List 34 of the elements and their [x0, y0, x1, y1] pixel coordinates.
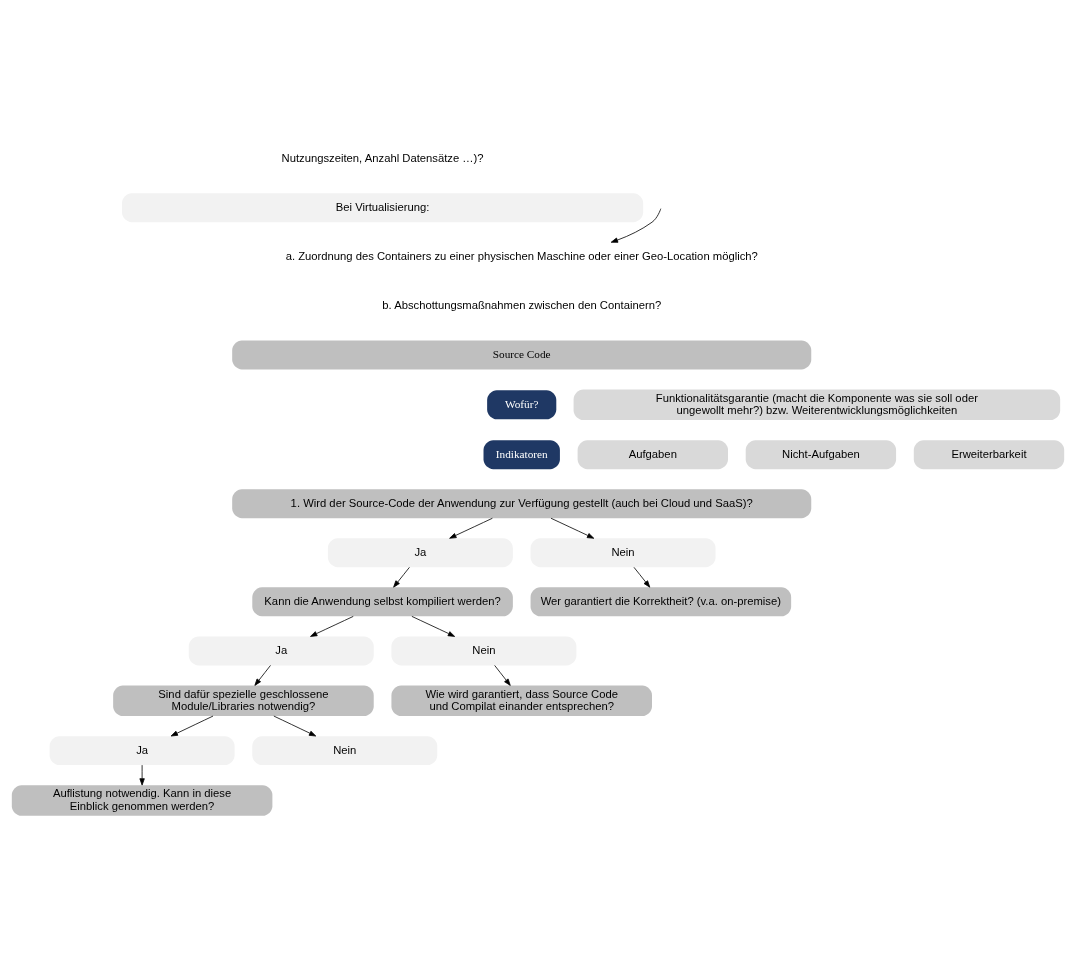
- node-box: Ja: [188, 635, 374, 665]
- arrow: [393, 566, 410, 588]
- node-box: Indikatoren: [483, 439, 560, 469]
- arrow: [494, 664, 511, 686]
- node-box: Aufgaben: [577, 439, 728, 469]
- node-box: Nein: [252, 735, 438, 765]
- node-box: Nicht-Aufgaben: [745, 439, 897, 469]
- node-box: Nein: [391, 635, 577, 665]
- node-box: Ja: [327, 537, 513, 567]
- arrow: [310, 615, 354, 637]
- node-box: Ja: [49, 735, 235, 765]
- arrow: [550, 517, 595, 539]
- arrow: [139, 764, 145, 785]
- node-box: Sind dafür spezielle geschlossene Module/Libraries notwendig?: [113, 685, 374, 716]
- arrow: [254, 664, 271, 686]
- node-box: Wie wird garantiert, dass Source Code und Compilat einander entsprechen?: [391, 685, 652, 716]
- node-box: Wofür?: [487, 389, 557, 419]
- arrow: [449, 517, 493, 539]
- node-box: Auflistung notwendig. Kann in diese Einblick genommen werden?: [11, 784, 273, 816]
- node-box: Wer garantiert die Korrektheit? (v.a. on-premise): [530, 586, 792, 616]
- node-box: Source Code: [232, 339, 812, 369]
- node-box: 1. Wird der Source-Code der Anwendung zur Verfügung gestellt (auch bei Cloud und SaaS)?: [232, 488, 812, 518]
- node-box: Kann die Anwendung selbst kompiliert werden?: [252, 586, 513, 616]
- label: Nutzungszeiten, Anzahl Datensätze …)?: [281, 151, 484, 164]
- node-box: Nein: [530, 537, 716, 567]
- arrow: [411, 615, 456, 637]
- node-text: a. Zuordnung des Containers zu einer physischen Maschine oder einer Geo-Location möglich?: [285, 249, 758, 262]
- arrow: [633, 566, 651, 588]
- node-box: Funktionalitätsgarantie (macht die Komponente was sie soll oder ungewollt mehr?) bzw. Weiterentwicklungsmöglichkeiten: [573, 389, 1061, 420]
- arrow: [610, 207, 662, 243]
- node-box: Erweiterbarkeit: [913, 439, 1065, 469]
- arrow: [273, 715, 317, 736]
- arrow: [170, 715, 214, 736]
- label: b. Abschottungsmaßnahmen zwischen den Containern?: [382, 298, 662, 311]
